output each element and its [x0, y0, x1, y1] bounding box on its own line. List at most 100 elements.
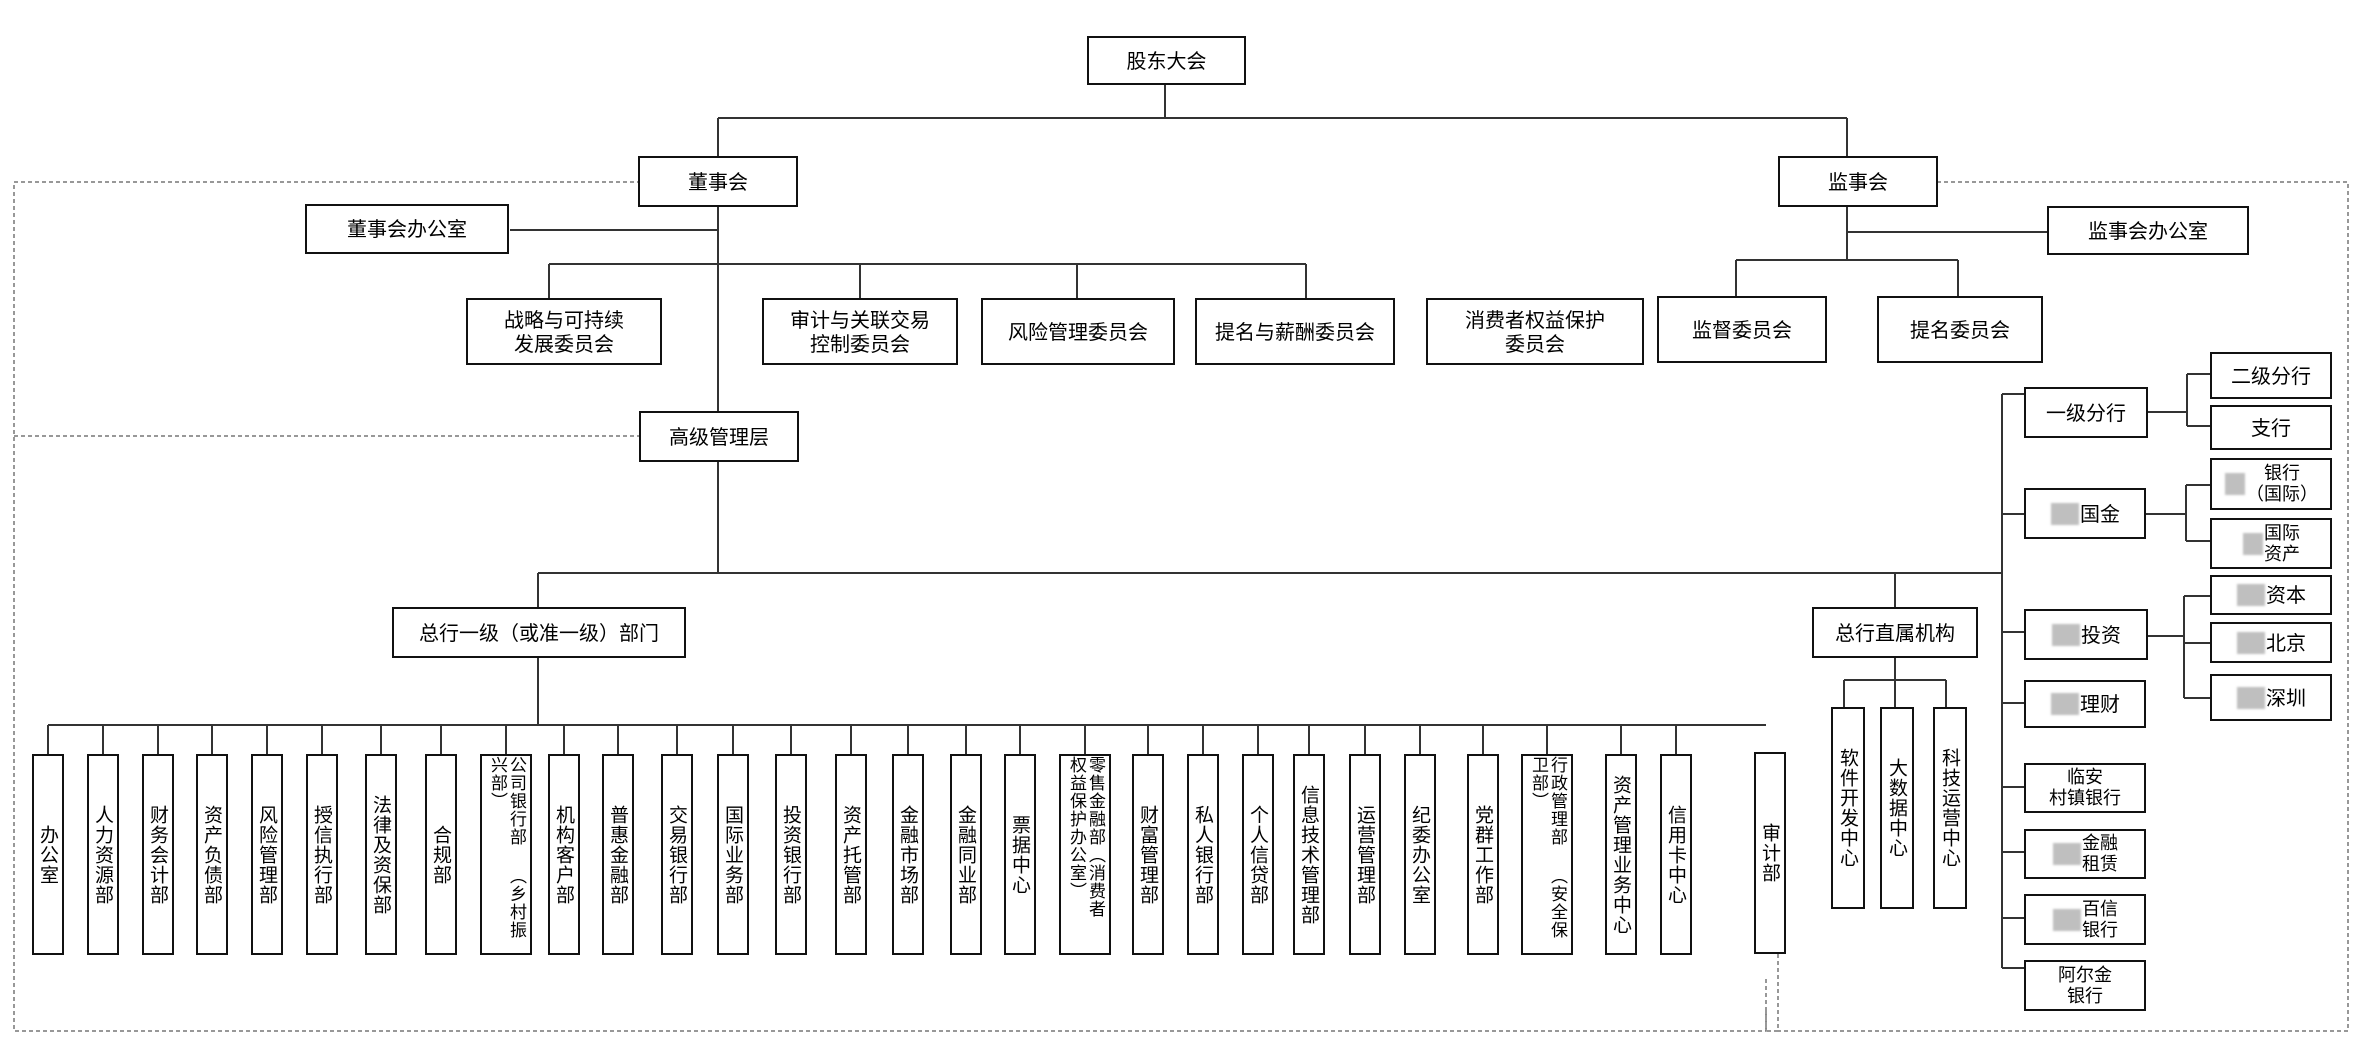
committee-audit-label: 审计与关联交易 控制委员会 — [790, 307, 930, 356]
hq-department-box: 法律及资保部 — [365, 754, 397, 955]
hq-department-label: 运营管理部 — [1354, 804, 1376, 905]
hq-department-label: 公司银行部 （乡村振兴部） — [487, 756, 526, 939]
tier1-branch-label: 一级分行 — [2046, 400, 2126, 425]
hq-department-box: 零售金融部（消费者 权益保护办公室） — [1059, 754, 1111, 955]
hq-department-box: 资产托管部 — [835, 754, 867, 955]
rural-bank-label: 临安 村镇银行 — [2049, 767, 2121, 809]
hq-department-label: 资产负债部 — [201, 804, 223, 905]
direct-units-label: 总行直属机构 — [1835, 620, 1955, 645]
supervisory-board-box: 监事会 — [1778, 156, 1938, 207]
hq-department-label: 资产托管部 — [840, 804, 862, 905]
hq-department-label: 党群工作部 — [1472, 804, 1494, 905]
hq-department-box: 投资银行部 — [775, 754, 807, 955]
hq-department-label: 办公室 — [37, 824, 59, 885]
hq-department-box: 纪委办公室 — [1404, 754, 1436, 955]
investment-label: 投资 — [2081, 622, 2121, 647]
hq-department-box: 财富管理部 — [1132, 754, 1164, 955]
senior-management-box: 高级管理层 — [639, 411, 799, 462]
wealth-management-label: 理财 — [2080, 692, 2120, 716]
bank-international-box: 银行 （国际） — [2210, 458, 2332, 510]
hq-department-box: 办公室 — [32, 754, 64, 955]
redacted-mark — [2051, 693, 2079, 715]
committee-nomination-label: 提名与薪酬委员会 — [1215, 319, 1375, 344]
tier2-branch-box: 二级分行 — [2210, 352, 2332, 399]
investment-beijing-box: 北京 — [2210, 622, 2332, 663]
committee-risk-label: 风险管理委员会 — [1008, 319, 1148, 344]
hq-department-label: 私人银行部 — [1192, 804, 1214, 905]
sub-branch-box: 支行 — [2210, 405, 2332, 450]
supervisory-board-label: 监事会 — [1828, 169, 1888, 194]
international-finance-box: 国金 — [2024, 488, 2146, 539]
hq-department-box: 行政管理部 （安全保卫部） — [1521, 754, 1573, 955]
hq-department-label: 授信执行部 — [311, 804, 333, 905]
committee-risk-box: 风险管理委员会 — [981, 298, 1175, 365]
investment-capital-label: 资本 — [2266, 583, 2306, 607]
hq-department-label: 信用卡中心 — [1665, 804, 1687, 905]
hq-department-label: 行政管理部 （安全保卫部） — [1528, 756, 1567, 939]
supervisory-office-box: 监事会办公室 — [2047, 206, 2249, 255]
hq-department-box: 合规部 — [425, 754, 457, 955]
hq-department-label: 财务会计部 — [147, 804, 169, 905]
board-box: 董事会 — [638, 156, 798, 207]
redacted-mark — [2053, 843, 2081, 865]
audit-department-label: 审计部 — [1759, 823, 1781, 883]
investment-shenzhen-box: 深圳 — [2210, 674, 2332, 721]
audit-department-box: 审计部 — [1754, 752, 1786, 954]
redacted-mark — [2237, 584, 2265, 606]
hq-department-label: 信息技术管理部 — [1298, 784, 1320, 925]
hq-department-label: 金融同业部 — [955, 804, 977, 905]
investment-box: 投资 — [2024, 609, 2148, 660]
hq-department-box: 国际业务部 — [717, 754, 749, 955]
committee-strategy-box: 战略与可持续 发展委员会 — [466, 298, 662, 365]
international-finance-label: 国金 — [2080, 501, 2120, 526]
supervisory-office-label: 监事会办公室 — [2088, 218, 2208, 243]
hq-department-box: 交易银行部 — [661, 754, 693, 955]
direct-unit-software-label: 软件开发中心 — [1837, 748, 1859, 868]
tier1-branch-box: 一级分行 — [2024, 387, 2148, 438]
hq-department-label: 合规部 — [430, 824, 452, 885]
international-assets-label: 国际 资产 — [2264, 522, 2300, 565]
hq-department-label: 法律及资保部 — [370, 794, 392, 915]
argentina-bank-label: 阿尔金 银行 — [2058, 964, 2112, 1007]
hq-department-label: 金融市场部 — [897, 804, 919, 905]
hq-department-label: 财富管理部 — [1137, 804, 1159, 905]
redacted-mark — [2237, 631, 2265, 654]
argentina-bank-box: 阿尔金 银行 — [2024, 960, 2146, 1011]
hq-department-box: 授信执行部 — [306, 754, 338, 955]
hq-department-label: 机构客户部 — [553, 804, 575, 905]
tier2-branch-label: 二级分行 — [2231, 363, 2311, 388]
hq-departments-label: 总行一级（或准一级）部门 — [419, 620, 659, 645]
hq-department-box: 票据中心 — [1004, 754, 1036, 955]
senior-management-label: 高级管理层 — [669, 424, 769, 449]
board-office-box: 董事会办公室 — [305, 204, 509, 254]
hq-department-box: 私人银行部 — [1187, 754, 1219, 955]
direct-unit-software-box: 软件开发中心 — [1831, 707, 1865, 909]
redacted-mark — [2237, 686, 2265, 709]
hq-department-label: 普惠金融部 — [607, 804, 629, 905]
hq-department-box: 运营管理部 — [1349, 754, 1381, 955]
hq-department-box: 资产负债部 — [196, 754, 228, 955]
hq-department-label: 交易银行部 — [666, 804, 688, 905]
hq-department-label: 风险管理部 — [256, 804, 278, 905]
supervision-committee-label: 监督委员会 — [1692, 317, 1792, 342]
wealth-management-box: 理财 — [2024, 680, 2146, 728]
board-label: 董事会 — [688, 169, 748, 194]
board-office-label: 董事会办公室 — [347, 217, 467, 241]
financial-leasing-box: 金融 租赁 — [2024, 829, 2146, 879]
baixin-bank-box: 百信 银行 — [2024, 894, 2146, 945]
hq-department-label: 人力资源部 — [92, 804, 114, 905]
hq-departments-box: 总行一级（或准一级）部门 — [392, 607, 686, 658]
committee-strategy-label: 战略与可持续 发展委员会 — [504, 307, 624, 356]
redacted-mark — [2051, 502, 2079, 525]
international-assets-box: 国际 资产 — [2210, 518, 2332, 569]
hq-department-box: 个人信贷部 — [1242, 754, 1274, 955]
shareholders-meeting-label: 股东大会 — [1126, 48, 1207, 73]
hq-department-box: 党群工作部 — [1467, 754, 1499, 955]
hq-department-box: 普惠金融部 — [602, 754, 634, 955]
direct-unit-tech-ops-label: 科技运营中心 — [1939, 748, 1961, 868]
direct-units-box: 总行直属机构 — [1812, 607, 1978, 658]
hq-department-box: 金融市场部 — [892, 754, 924, 955]
hq-department-box: 机构客户部 — [548, 754, 580, 955]
hq-department-label: 个人信贷部 — [1247, 804, 1269, 905]
